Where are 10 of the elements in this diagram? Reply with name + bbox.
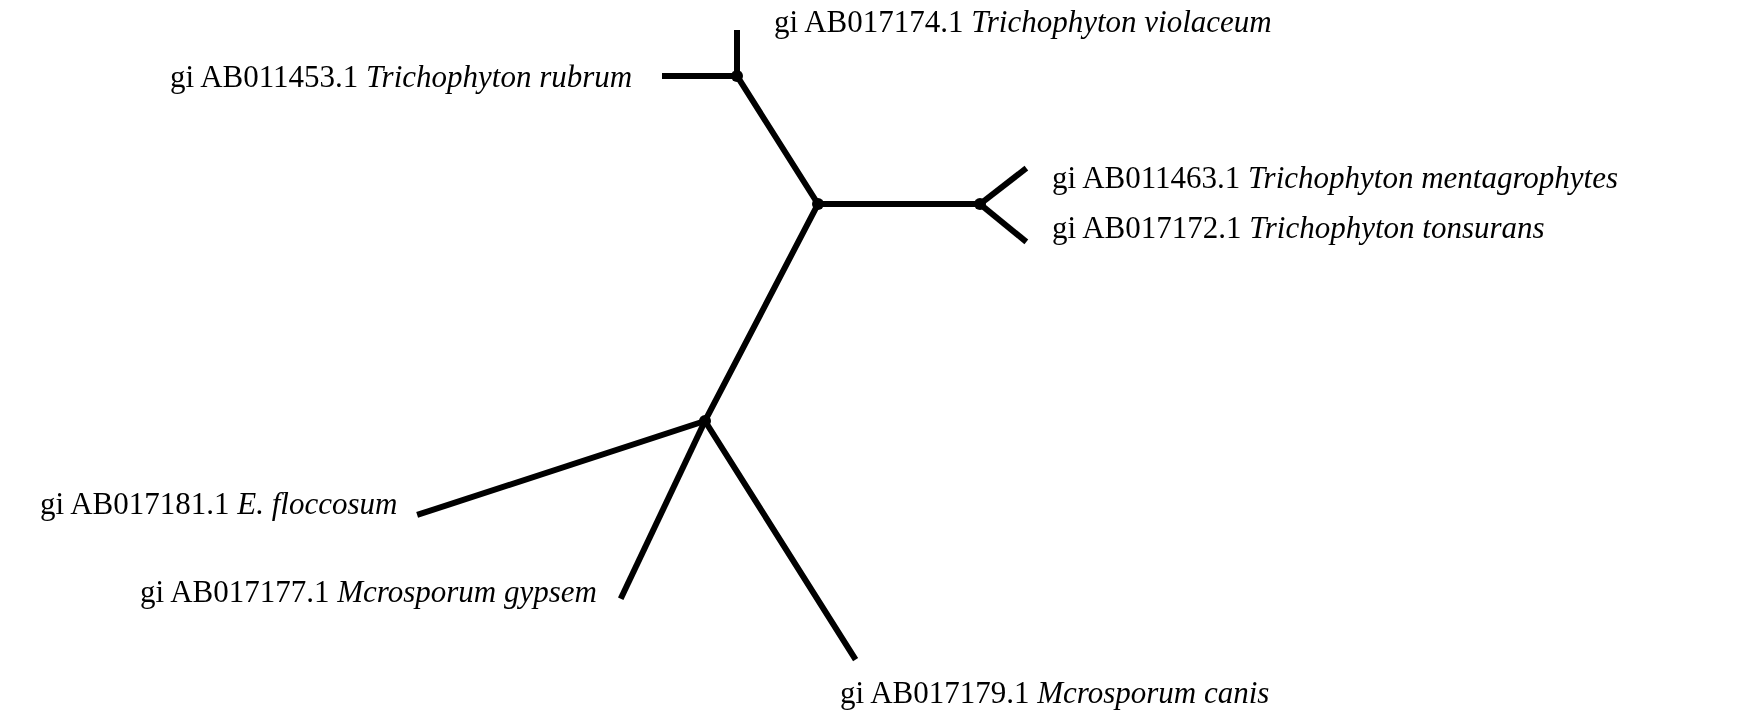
taxon-label: gi AB017177.1 Mcrosporum gypsem [140,572,622,610]
branch-junction [731,70,743,82]
taxon-label: gi AB017174.1 Trichophyton violaceum [737,4,1377,40]
branch-junction [699,415,711,427]
taxon-label: gi AB011453.1 Trichophyton rubrum [170,59,665,95]
taxon-label: gi AB017179.1 Mcrosporum canis [840,657,1300,711]
taxon-label: gi AB011463.1 Trichophyton mentagrophytes [1024,160,1714,196]
taxon-label: gi AB017172.1 Trichophyton tonsurans [1024,210,1664,246]
branch-junction [974,198,986,210]
taxon-label: gi AB017181.1 E. floccosum [40,486,420,522]
